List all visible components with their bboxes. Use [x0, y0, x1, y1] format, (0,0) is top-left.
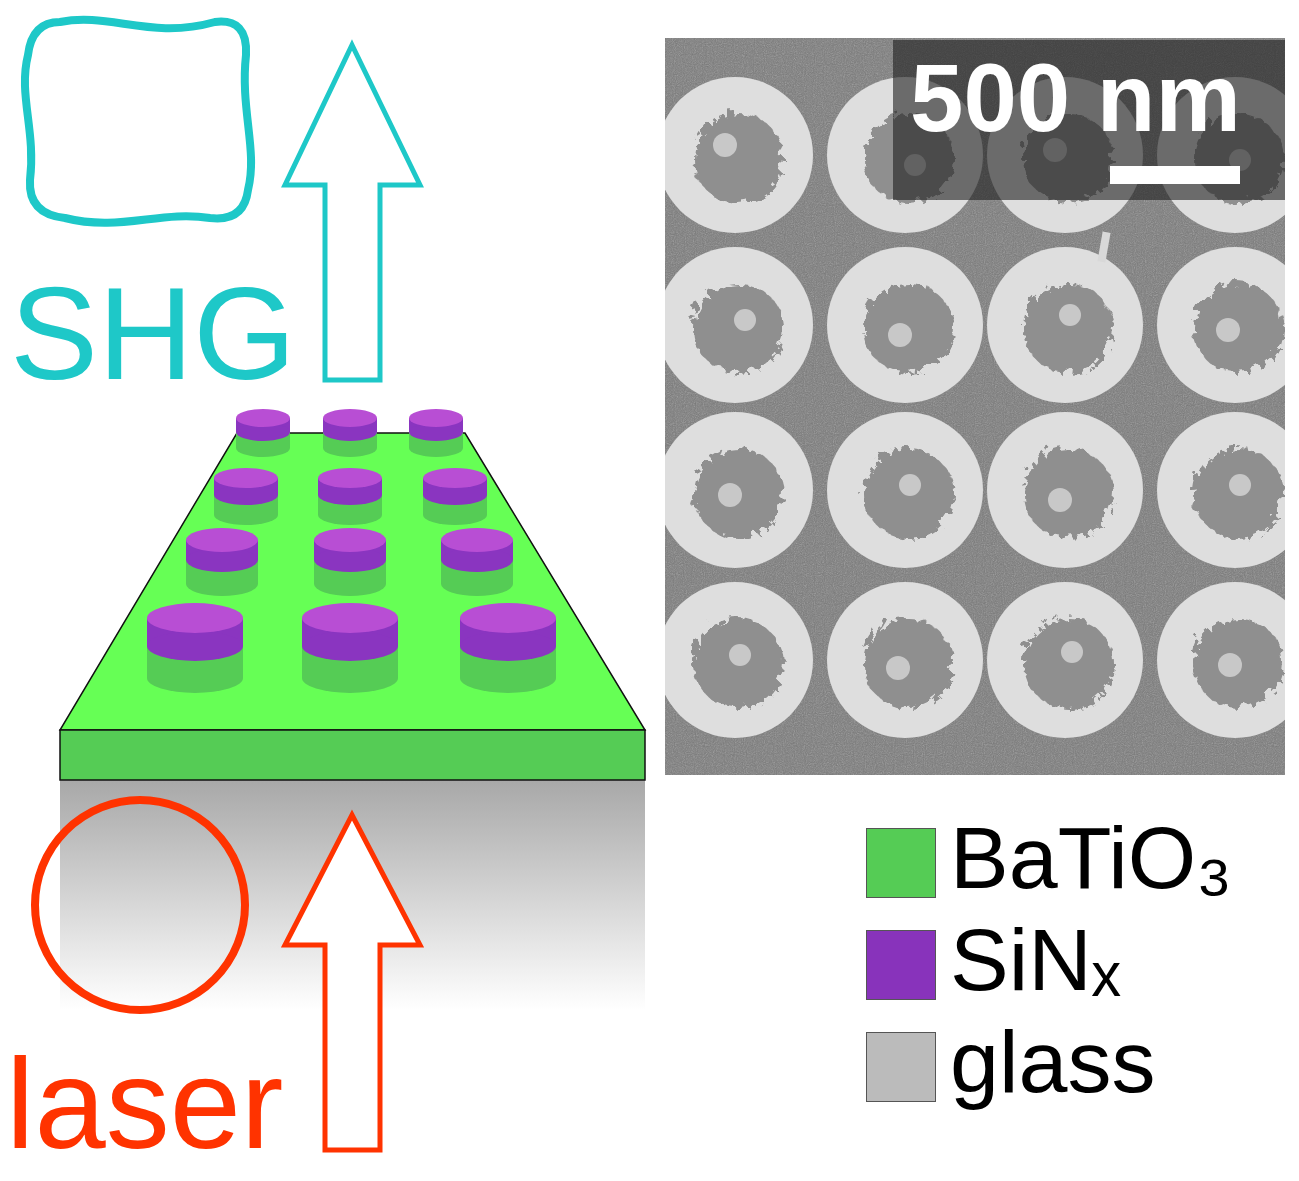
pillar [314, 528, 386, 596]
laser-label: laser [6, 1040, 283, 1168]
laser-arrow [285, 815, 420, 1150]
pillar [318, 468, 382, 525]
pillar [302, 603, 398, 693]
legend-text: SiNₓ [950, 916, 1121, 1004]
pillar [423, 468, 487, 525]
pillar [409, 409, 463, 457]
scale-label: 500 nm [910, 50, 1241, 146]
legend-swatch [866, 828, 936, 898]
legend-swatch [866, 930, 936, 1000]
shg-arrow [285, 45, 420, 380]
legend-text: glass [950, 1018, 1155, 1106]
pillar [186, 528, 258, 596]
sem-image [665, 38, 1285, 775]
pillar [323, 409, 377, 457]
slab-front [60, 730, 645, 780]
laser-circle [35, 800, 245, 1010]
legend-swatch [866, 1032, 936, 1102]
slab-top [60, 433, 645, 730]
pillar [441, 528, 513, 596]
pillar [460, 603, 556, 693]
pillar [214, 468, 278, 525]
shg-label: SHG [10, 268, 296, 400]
pillar [236, 409, 290, 457]
scale-bar [1110, 166, 1240, 184]
legend-text: BaTiO₃ [950, 814, 1232, 902]
shg-wave-outline [25, 20, 251, 223]
pillar [147, 603, 243, 693]
